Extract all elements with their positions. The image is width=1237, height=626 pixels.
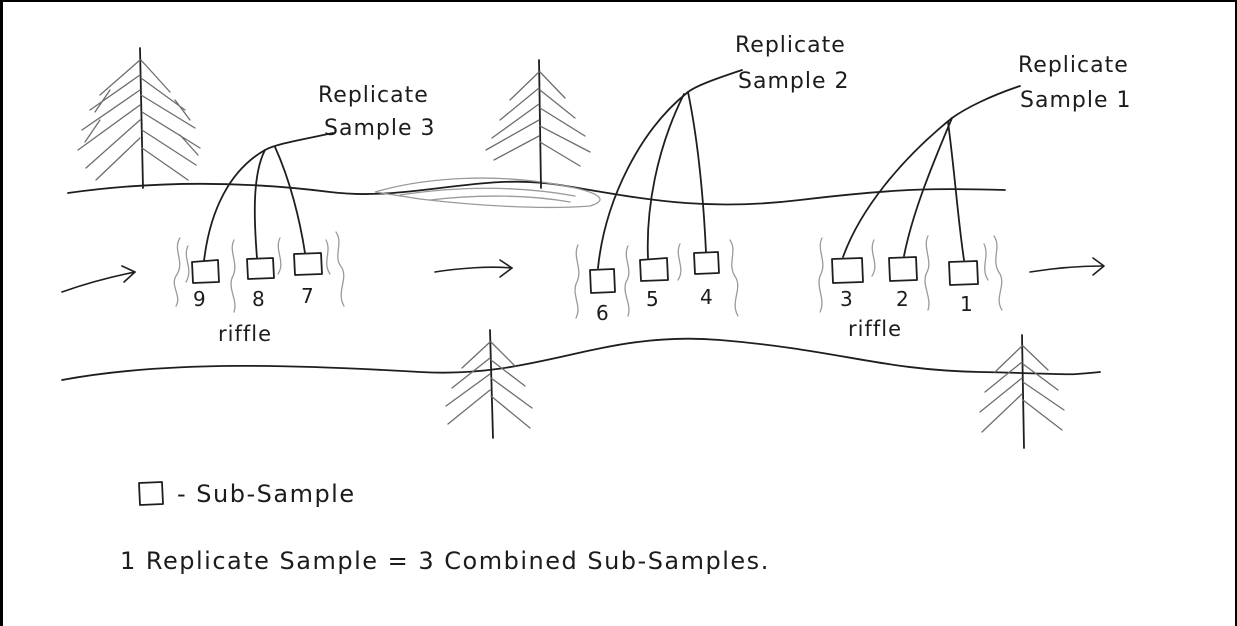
replicate-sample-2-label-line1: Replicate (735, 33, 846, 58)
sub-sample-7: 7 (293, 252, 323, 308)
sub-sample-9: 9 (191, 259, 220, 311)
riffle-ripples (173, 231, 1003, 319)
replicate-sample-3-lines (203, 132, 334, 262)
tree-icon (77, 47, 201, 189)
tree-icon (979, 334, 1065, 449)
sub-sample-square (693, 251, 720, 275)
sub-sample-8: 8 (246, 257, 275, 311)
sub-sample-5: 5 (639, 257, 669, 311)
replicate-sample-3-label-line2: Sample 3 (324, 116, 435, 141)
sub-sample-square (293, 252, 323, 276)
sub-sample-number: 5 (646, 287, 659, 311)
sub-sample-square (948, 260, 979, 286)
replicate-sample-1-label-line1: Replicate (1018, 53, 1129, 78)
sub-sample-square (246, 257, 275, 280)
sub-sample-legend-square (138, 481, 164, 506)
riffle-label: riffle (848, 317, 902, 341)
sub-sample-square (589, 268, 616, 294)
replicate-sample-1-label-line2: Sample 1 (1020, 88, 1131, 113)
legend-definition: 1 Replicate Sample = 3 Combined Sub-Samp… (120, 547, 770, 575)
flow-arrow-icon (61, 265, 136, 293)
tree-icon (445, 329, 533, 439)
replicate-sample-2-label-line2: Sample 2 (738, 69, 849, 94)
sub-sample-number: 7 (301, 284, 314, 308)
riffle-label: riffle (218, 322, 272, 346)
sub-sample-number: 6 (596, 301, 609, 325)
tree-icon (485, 59, 591, 189)
sub-sample-4: 4 (693, 251, 720, 309)
sub-sample-2: 2 (888, 256, 918, 311)
sub-sample-number: 3 (840, 287, 853, 311)
sub-sample-number: 2 (896, 287, 909, 311)
replicate-sample-2-label: Replicate Sample 2 (735, 33, 849, 94)
replicate-sample-1-label: Replicate Sample 1 (1018, 53, 1131, 113)
sub-sample-3: 3 (831, 257, 864, 311)
legend: - Sub-Sample 1 Replicate Sample = 3 Comb… (120, 480, 770, 575)
sub-sample-number: 8 (252, 287, 265, 311)
replicate-sample-3-label: Replicate Sample 3 (318, 83, 435, 141)
stream-upper-bank (67, 177, 1006, 209)
sub-sample-square (639, 257, 669, 282)
sub-sample-square (831, 257, 864, 284)
sub-sample-1: 1 (948, 260, 979, 316)
sub-sample-number: 9 (193, 287, 206, 311)
flow-arrow-icon (434, 259, 513, 278)
replicate-sample-3-label-line1: Replicate (318, 83, 429, 108)
replicate-sample-1-lines (842, 85, 1021, 261)
flow-arrow-icon (1029, 257, 1105, 276)
sub-sample-number: 1 (960, 292, 973, 316)
sub-sample-number: 4 (700, 285, 713, 309)
replicate-sample-2-lines (597, 69, 743, 269)
legend-subsample-key: - Sub-Sample (177, 480, 356, 508)
sub-sample-square (191, 259, 220, 284)
sub-sample-square (888, 256, 918, 282)
sub-sample-6: 6 (589, 268, 616, 325)
